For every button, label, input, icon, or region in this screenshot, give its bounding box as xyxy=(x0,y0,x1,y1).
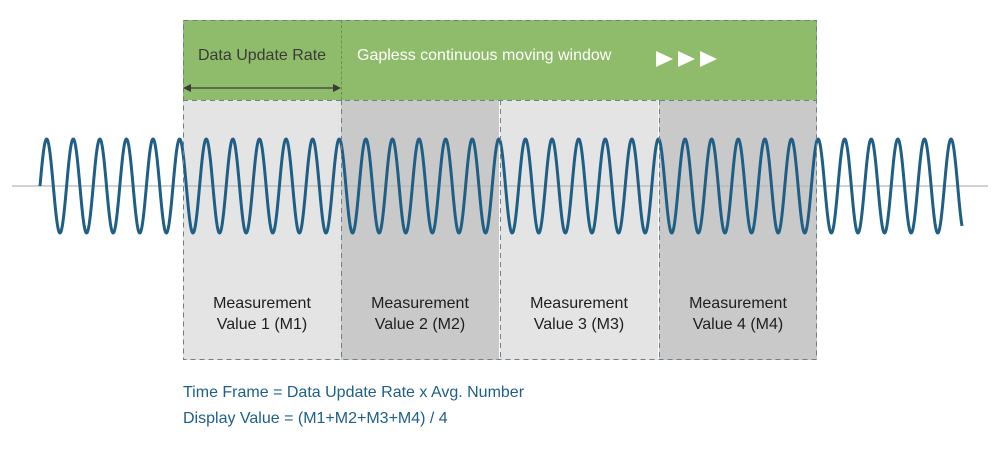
measurement-label-line2: Value 3 (M3) xyxy=(533,316,625,333)
arrows-group xyxy=(656,51,717,67)
measurement-label-line1: Measurement xyxy=(371,295,469,312)
time-frame-caption: Time Frame = Data Update Rate x Avg. Num… xyxy=(183,384,525,401)
window-outline xyxy=(183,20,817,360)
measurement-label-line1: Measurement xyxy=(689,295,787,312)
measurement-label-1: Measurement Value 1 (M1) xyxy=(183,293,341,335)
sine-wave xyxy=(38,137,964,235)
measurement-label-line1: Measurement xyxy=(530,295,628,312)
measurement-label-line1: Measurement xyxy=(213,295,311,312)
measurement-label-3: Measurement Value 3 (M3) xyxy=(500,293,658,335)
measurement-label-line2: Value 1 (M1) xyxy=(216,316,308,333)
display-value-caption: Display Value = (M1+M2+M3+M4) / 4 xyxy=(183,410,448,427)
moving-window-label: Gapless continuous moving window xyxy=(357,47,612,64)
play-arrow-icon xyxy=(656,51,673,67)
data-update-rate-label: Data Update Rate xyxy=(197,47,327,64)
measurement-label-line2: Value 2 (M2) xyxy=(374,316,466,333)
measurement-label-2: Measurement Value 2 (M2) xyxy=(341,293,499,335)
band-divider xyxy=(341,20,342,100)
measurement-label-4: Measurement Value 4 (M4) xyxy=(659,293,817,335)
play-arrow-icon xyxy=(678,51,695,67)
double-headed-arrow-icon xyxy=(183,84,341,92)
measurement-label-line2: Value 4 (M4) xyxy=(692,316,784,333)
play-arrow-icon xyxy=(700,51,717,67)
